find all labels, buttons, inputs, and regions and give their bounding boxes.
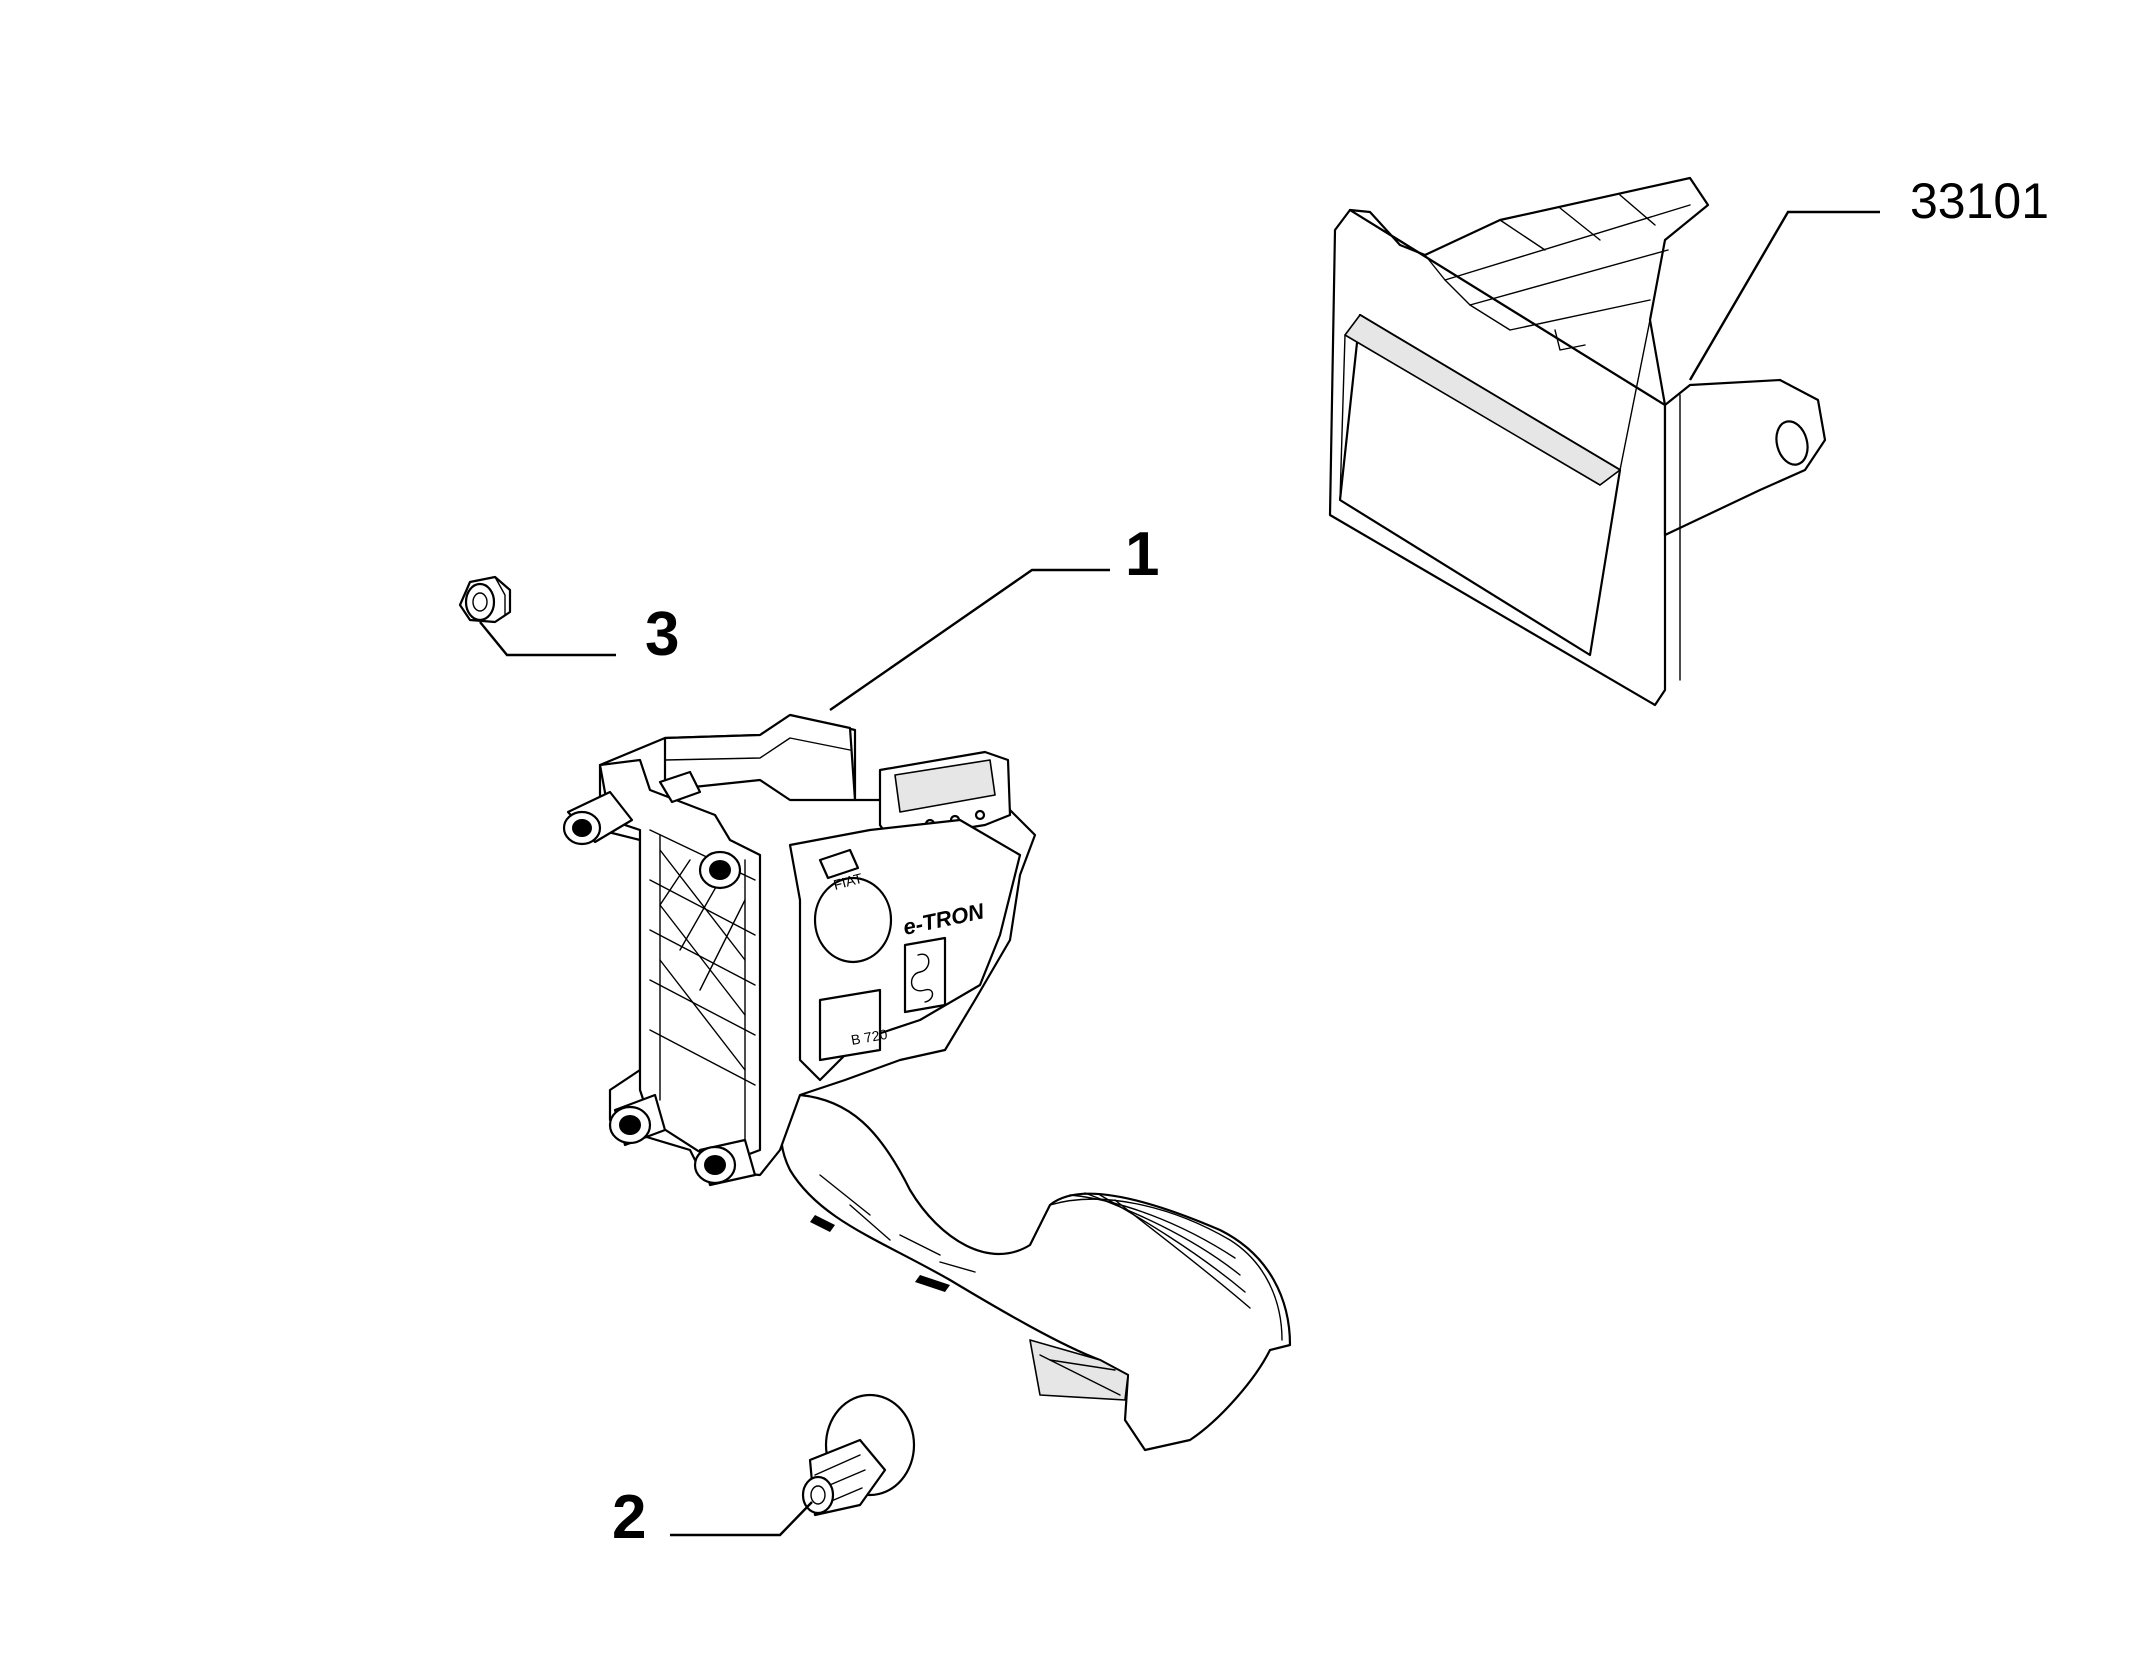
part-code-marking: B 720 bbox=[850, 1026, 889, 1048]
stamp-marking: FIAT bbox=[832, 870, 865, 893]
mounting-bushing-top-left bbox=[562, 790, 634, 846]
callout-label-part-3: 3 bbox=[645, 600, 679, 669]
accelerator-pedal-part-1: e-TRON B 720 FIAT bbox=[562, 713, 1292, 1452]
callout-label-reference-33101: 33101 bbox=[1910, 173, 2049, 229]
clip-part-2 bbox=[801, 1393, 916, 1517]
mounting-bushing-bottom-right bbox=[693, 1138, 757, 1187]
leader-line-part-1 bbox=[829, 568, 1110, 711]
mounting-bushing-top-right bbox=[698, 850, 742, 890]
reference-housing-33101 bbox=[1328, 176, 1827, 707]
mounting-bushing-bottom-left bbox=[608, 1093, 667, 1147]
leader-line-reference-33101 bbox=[1688, 210, 1880, 381]
leader-line-part-3 bbox=[479, 621, 616, 657]
callout-label-part-1: 1 bbox=[1125, 520, 1159, 589]
leader-line-part-2 bbox=[670, 1501, 813, 1537]
callout-label-part-2: 2 bbox=[612, 1483, 646, 1552]
nut-part-3 bbox=[458, 575, 512, 624]
